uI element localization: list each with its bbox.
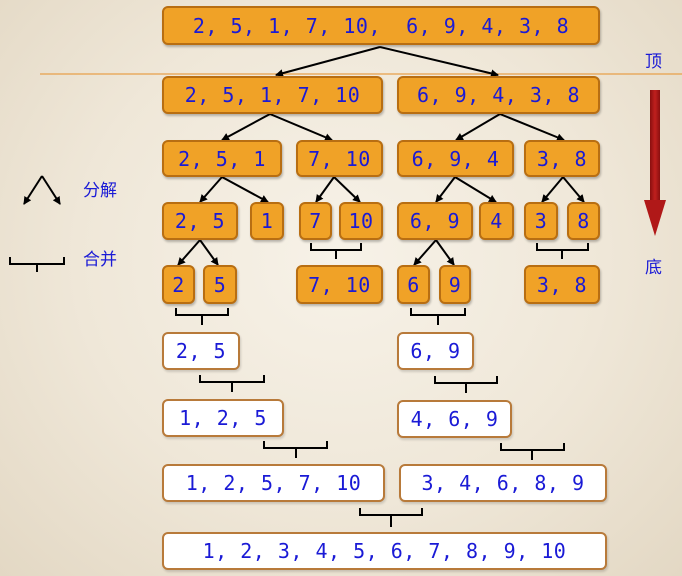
bottom-label: 底 <box>645 258 662 278</box>
split-arrow <box>269 113 333 141</box>
legend-merge-label: 合并 <box>83 250 117 270</box>
merge-bracket <box>434 376 498 393</box>
split-box: 4 <box>479 202 514 240</box>
root-array-box: 2, 5, 1, 7, 10, 6, 9, 4, 3, 8 <box>162 6 600 45</box>
legend-split-arrow <box>41 175 61 205</box>
top-to-bottom-arrow <box>644 90 666 236</box>
split-box: 6, 9, 4 <box>397 140 514 177</box>
split-box: 2, 5 <box>162 202 238 240</box>
split-arrow <box>455 113 501 141</box>
split-box: 8 <box>567 202 600 240</box>
merge-bracket <box>199 375 265 392</box>
split-box: 6 <box>397 265 430 304</box>
split-arrow <box>221 176 269 203</box>
merge-bracket <box>536 243 589 259</box>
merged-box: 7, 10 <box>296 265 383 304</box>
split-arrow <box>499 113 565 142</box>
split-box: 6, 9, 4, 3, 8 <box>397 76 600 114</box>
split-arrow <box>435 239 455 266</box>
top-label: 顶 <box>645 52 662 72</box>
legend-merge-bracket <box>9 257 65 272</box>
merge-bracket <box>175 308 229 325</box>
merged-box: 3, 4, 6, 8, 9 <box>399 464 607 502</box>
split-box: 5 <box>203 265 237 304</box>
split-box: 10 <box>339 202 383 240</box>
split-arrow <box>562 176 585 203</box>
merged-box: 1, 2, 5 <box>162 399 284 437</box>
merge-bracket <box>500 443 565 460</box>
split-arrow <box>177 239 201 266</box>
split-box: 3, 8 <box>524 140 600 177</box>
merged-box: 6, 9 <box>397 332 474 370</box>
split-arrow <box>199 176 223 203</box>
split-arrow <box>413 239 437 266</box>
split-box: 2, 5, 1, 7, 10 <box>162 76 383 114</box>
split-arrow <box>221 113 271 141</box>
split-arrow <box>315 176 335 203</box>
merged-box: 4, 6, 9 <box>397 400 512 438</box>
split-box: 7, 10 <box>296 140 383 177</box>
merged-box: 1, 2, 5, 7, 10 <box>162 464 385 502</box>
merge-bracket <box>359 508 423 527</box>
split-box: 6, 9 <box>397 202 473 240</box>
split-box: 9 <box>439 265 471 304</box>
split-box: 2, 5, 1 <box>162 140 282 177</box>
split-arrow <box>333 176 361 203</box>
split-arrow <box>541 176 564 203</box>
split-arrow <box>435 176 456 203</box>
merged-box: 3, 8 <box>524 265 600 304</box>
split-box: 1 <box>250 202 284 240</box>
split-box: 3 <box>524 202 558 240</box>
split-box: 2 <box>162 265 195 304</box>
merge-bracket <box>310 243 362 259</box>
legend-split-arrow <box>23 175 43 205</box>
merge-bracket <box>410 308 466 325</box>
split-arrow <box>199 239 219 266</box>
merged-box: 2, 5 <box>162 332 240 370</box>
merge-bracket <box>263 441 328 458</box>
split-arrow <box>275 46 381 78</box>
split-box: 7 <box>299 202 332 240</box>
split-arrow <box>454 176 497 203</box>
legend-split-label: 分解 <box>83 181 117 201</box>
final-sorted-box: 1, 2, 3, 4, 5, 6, 7, 8, 9, 10 <box>162 532 607 570</box>
split-arrow <box>379 46 499 78</box>
